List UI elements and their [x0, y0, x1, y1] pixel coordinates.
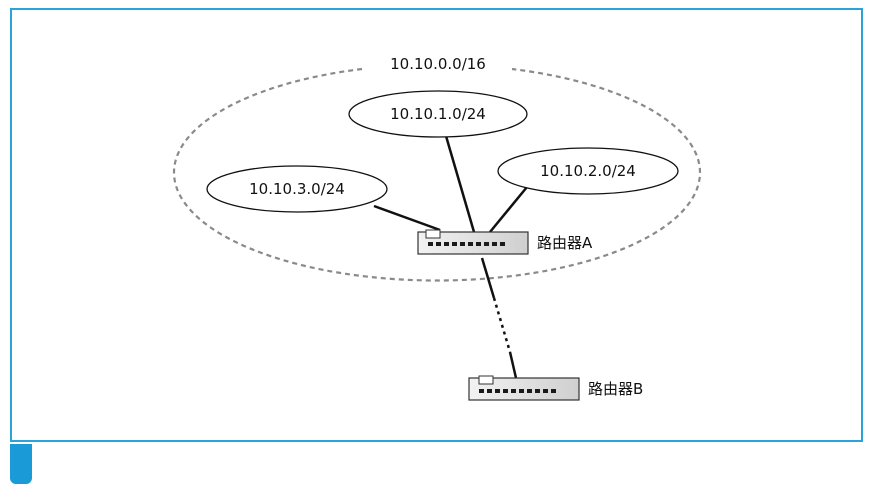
subnet-2-node	[497, 147, 679, 195]
supernet-boundary	[172, 67, 702, 282]
link-subnet2-routerA	[489, 186, 528, 233]
link-routerA-routerB-solid	[480, 257, 496, 299]
subnet-1-label: 10.10.1.0/24	[390, 105, 486, 123]
subnet-3-label: 10.10.3.0/24	[249, 180, 345, 198]
link-routerB-stub	[508, 351, 518, 379]
link-routerA-routerB-dotted	[492, 297, 512, 353]
subnet-3-node	[206, 165, 388, 213]
router-b-label: 路由器B	[588, 380, 643, 398]
router-b-device	[468, 375, 580, 401]
link-subnet1-routerA	[444, 135, 476, 233]
diagram-frame	[10, 8, 863, 442]
supernet-label: 10.10.0.0/16	[390, 55, 486, 73]
link-subnet3-routerA	[373, 204, 441, 232]
subnet-2-label: 10.10.2.0/24	[540, 162, 636, 180]
corner-tab	[10, 444, 32, 484]
router-a-device	[417, 229, 529, 255]
subnet-1-node	[348, 90, 528, 138]
router-a-label: 路由器A	[537, 234, 593, 252]
